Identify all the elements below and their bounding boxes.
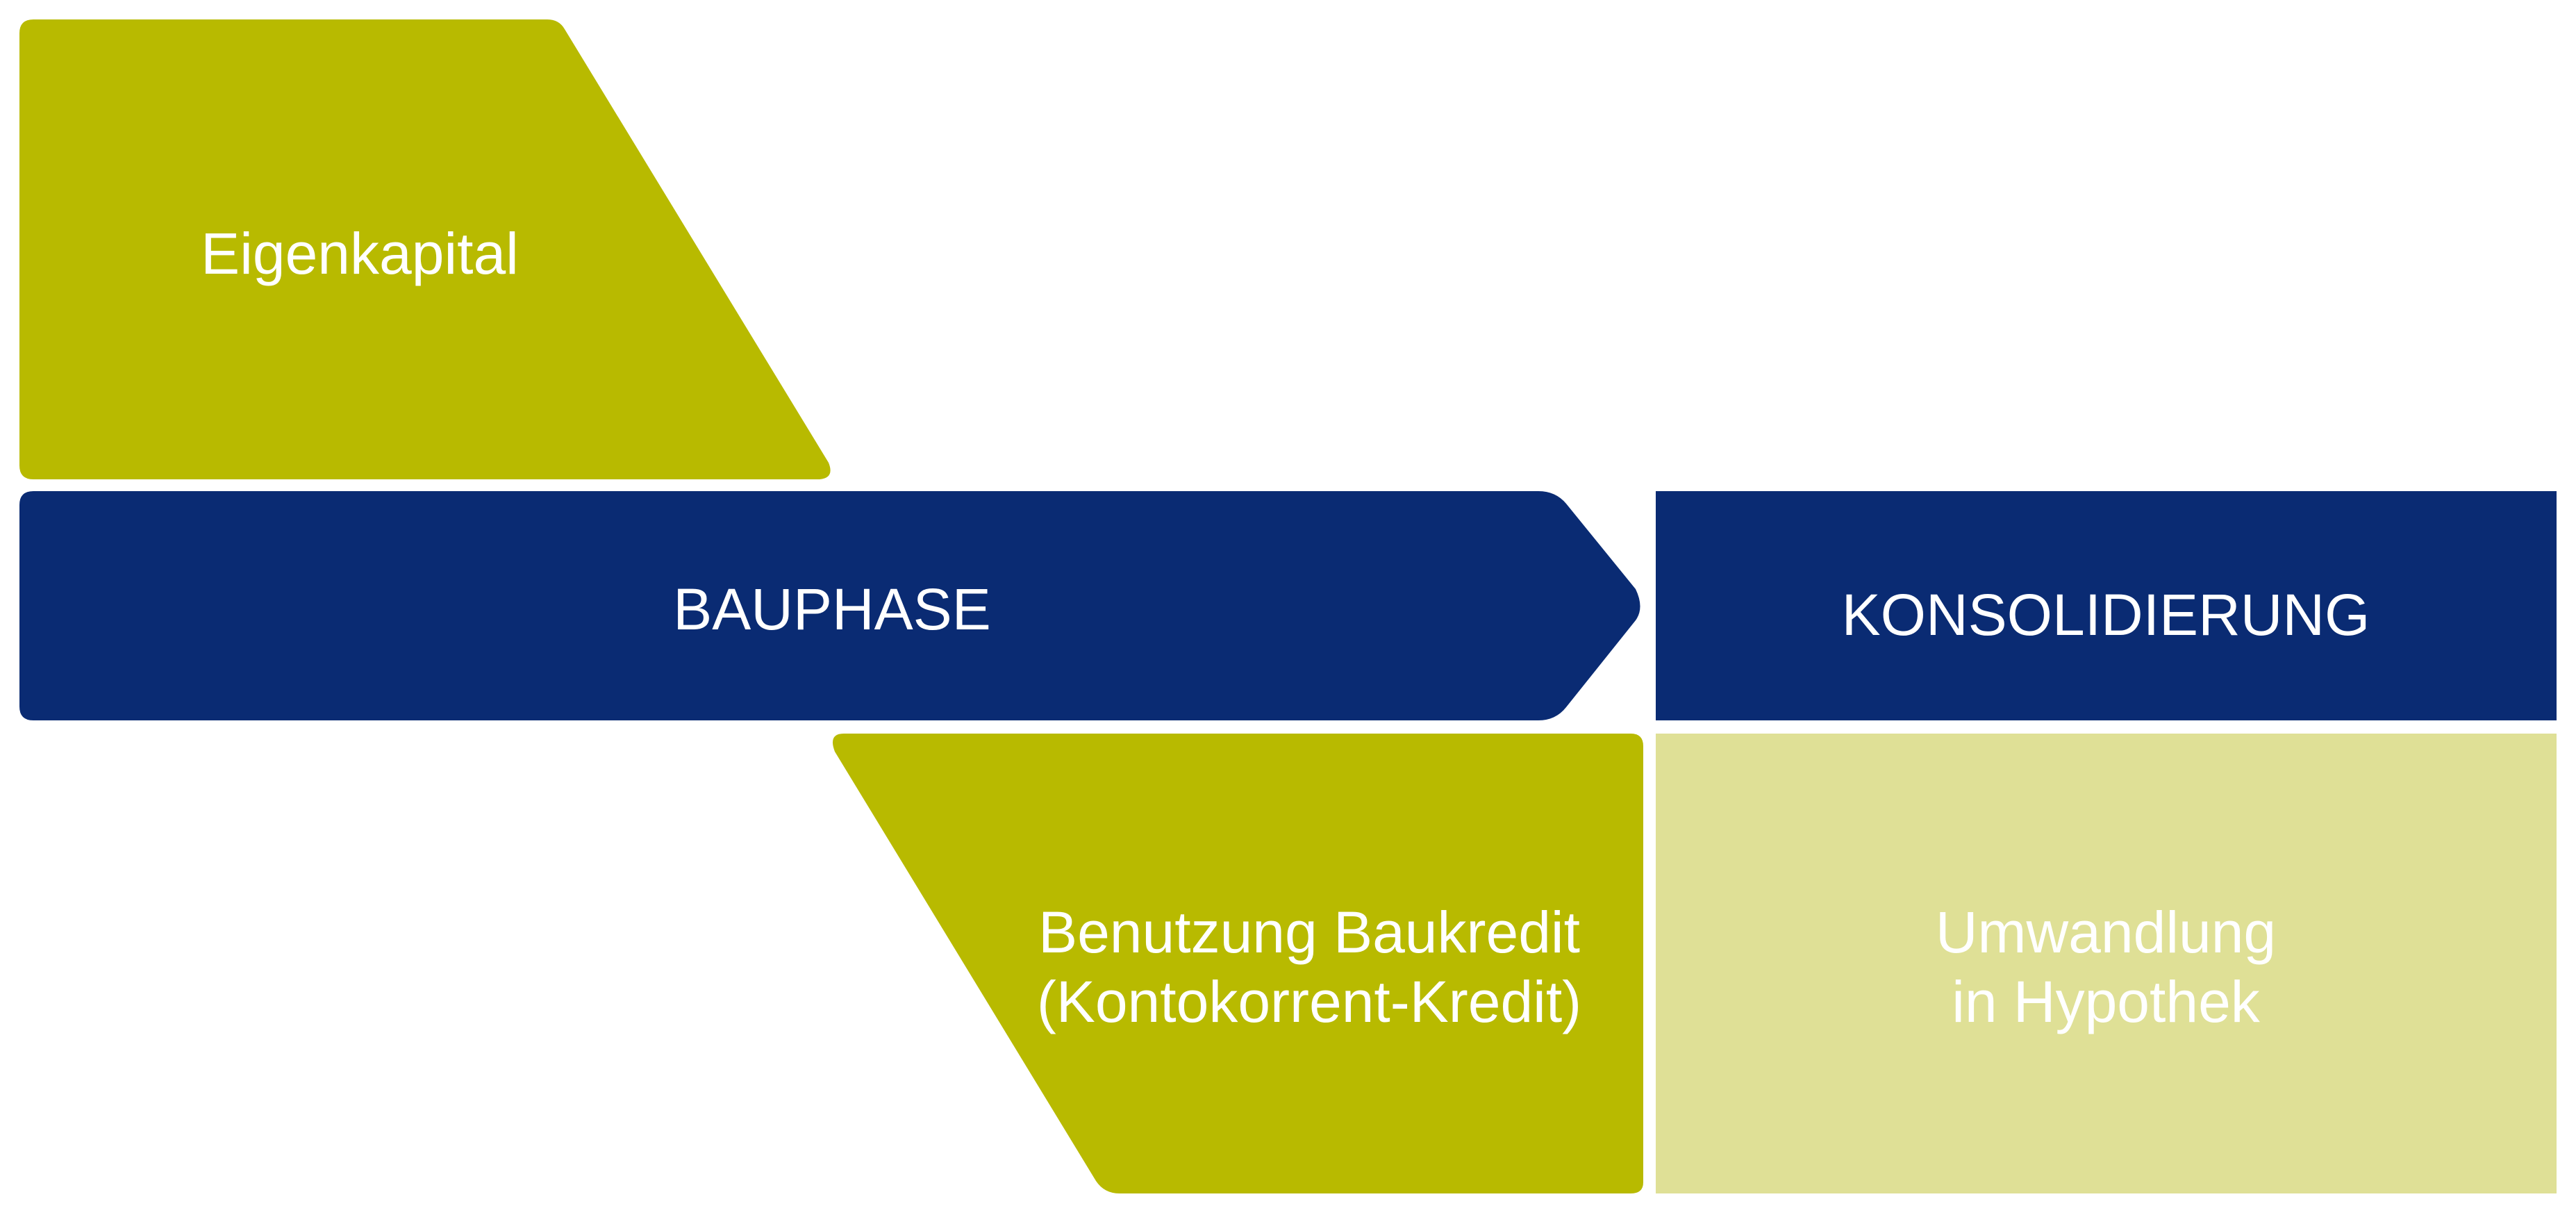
baukredit-label-line1: Benutzung Baukredit (1038, 900, 1580, 965)
bauphase-label: BAUPHASE (673, 575, 991, 644)
baukredit-label: Benutzung Baukredit (Kontokorrent-Kredit… (1037, 898, 1581, 1036)
hypothek-shape (1656, 734, 2557, 1193)
eigenkapital-label: Eigenkapital (201, 219, 519, 288)
konsolidierung-label: KONSOLIDIERUNG (1842, 580, 2370, 650)
hypothek-label-line2: in Hypothek (1952, 969, 2260, 1034)
hypothek-label: Umwandlung in Hypothek (1936, 898, 2276, 1036)
konsolidierung-label-text: KONSOLIDIERUNG (1841, 582, 2370, 647)
bauphase-arrow-shape (19, 491, 1640, 720)
bauphase-label-text: BAUPHASE (673, 577, 991, 642)
baukredit-shape (832, 734, 1643, 1193)
eigenkapital-shape (19, 19, 831, 479)
hypothek-label-line1: Umwandlung (1935, 900, 2277, 965)
eigenkapital-label-text: Eigenkapital (201, 221, 519, 286)
baukredit-label-line2: (Kontokorrent-Kredit) (1036, 969, 1582, 1034)
konsolidierung-shape (1656, 491, 2557, 720)
